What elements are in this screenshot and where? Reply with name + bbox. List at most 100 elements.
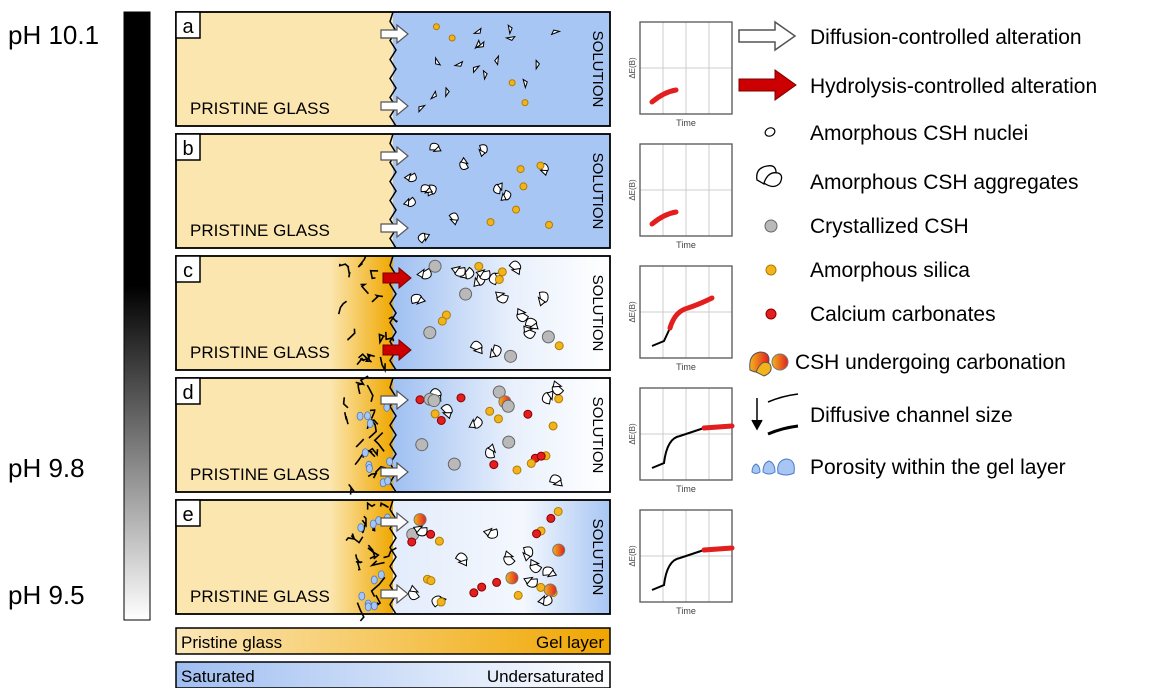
alteration-curve-diffusion [651,549,705,591]
silica-particle [441,310,451,320]
gel-fracture [375,465,387,475]
gel-fracture [378,333,386,345]
csh-aggregate-particle [542,566,558,578]
carbonate-particle [523,409,533,419]
carbonate-particle [532,529,542,539]
silica-particle [548,421,558,431]
silica-particle [516,165,525,174]
hydrolysis-arrow-icon [738,69,797,101]
silica-particle [434,536,444,546]
silica-particle [474,261,484,271]
diffusion-arrow-icon [380,461,409,483]
panel-letter-box [175,499,201,527]
csh-nuclei-icon [764,127,776,137]
gel-fracture [379,502,389,509]
mini-graph-frame [639,387,733,481]
gel-fracture [366,353,375,363]
glass-bar-left-label: Pristine glass [181,633,282,652]
gel-pore [361,448,369,458]
gel-fracture [370,576,386,598]
csh-nuclei-particle [507,24,513,36]
carbonate-particle [477,582,487,592]
legend: Diffusion-controlled alteration Hydrolys… [738,20,1097,479]
legend-label-9: Porosity within the gel layer [810,456,1066,479]
solution-label: SOLUTION [589,153,606,230]
csh-aggregate-particle [473,273,486,288]
silica-particle [512,205,521,214]
solution-label: SOLUTION [589,519,606,596]
diffusion-arrow-icon [380,389,409,411]
alteration-curve-hydrolysis [667,295,715,331]
gel-fracture [345,533,356,541]
silica-particle [536,582,546,592]
mini-graph-frame [639,509,733,603]
silica-particle [437,316,447,326]
panel-frame [175,11,611,127]
gel-pore [370,601,378,611]
csh-aggregate-particle [402,196,416,208]
solution-bar-right-label: Undersaturated [487,667,604,686]
gel-fracture [383,547,397,559]
csh-nuclei-particle [472,65,481,74]
panel-letter: a [182,16,194,38]
silica-particle [485,406,495,416]
crystallized-csh-particle [502,435,516,449]
gel-fracture [384,331,395,342]
panel-frame [175,499,611,615]
diffusion-arrow-icon [380,95,409,117]
diffusion-arrow-icon [380,217,409,239]
legend-label-5: Amorphous silica [810,259,970,282]
silica-particle [521,99,529,107]
csh-aggregate-particle [416,267,432,280]
crystallized-csh-icon [764,219,778,233]
gel-fracture [361,515,367,528]
alteration-curve-hydrolysis [701,423,735,431]
silica-particle [426,576,436,586]
alteration-curve-diffusion [651,427,705,469]
gel-fracture [337,300,348,315]
csh-nuclei-particle [453,60,464,67]
glass-label: PRISTINE GLASS [190,99,330,118]
csh-aggregate-particle [500,189,512,202]
carbonate-particle [436,415,446,425]
channel-size-icon [751,393,799,436]
csh-aggregate-particle [494,291,509,304]
mini-graph-ylabel: ΔE(B) [628,545,637,567]
solution-region [393,500,610,614]
gel-pore [364,602,372,612]
silica-particle [494,274,504,284]
crystallized-csh-particle [415,438,429,452]
alteration-curve-hydrolysis [701,545,735,553]
csh-aggregate-particle [523,325,537,339]
gel-pore [364,411,371,421]
ph-label-middle: pH 9.8 [8,453,85,483]
legend-label-4: Crystallized CSH [810,215,969,238]
silica-particle [512,465,522,475]
csh-nuclei-particle [445,86,450,98]
ph-label-top: pH 10.1 [8,20,99,50]
csh-aggregate-particle [537,593,553,606]
csh-nuclei-particle [472,27,482,35]
glass-bar-right-label: Gel layer [536,633,604,652]
legend-label-8: Diffusive channel size [810,404,1013,427]
csh-aggregate-particle [503,550,516,566]
panel-frame [175,133,611,249]
silica-particle [432,23,440,31]
diffusion-arrow-icon [380,23,409,45]
gel-pore [366,419,374,428]
gel-fracture [357,353,370,362]
panel-letter: b [182,138,193,160]
csh-nuclei-particle [482,69,488,81]
glass-label: PRISTINE GLASS [190,221,330,240]
silica-particle [497,267,507,277]
solution-bar-left-label: Saturated [181,667,255,686]
carbonating-csh-particle [413,513,427,527]
panel-letter-box [175,255,201,283]
mini-graph-xlabel: Time [676,240,696,250]
solution-gradient-bar [175,661,611,688]
panel-letter-box [175,133,201,161]
silica-particle [519,182,528,191]
gel-fracture [342,397,349,409]
